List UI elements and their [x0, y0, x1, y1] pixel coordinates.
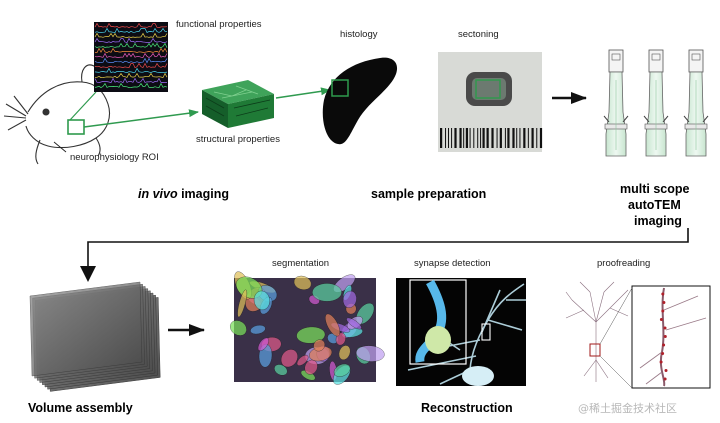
segmentation-label: segmentation: [272, 258, 329, 269]
roi-to-raster-line: [69, 91, 97, 121]
histology-roi-box: [331, 79, 349, 97]
sectioning-label: sectoning: [458, 29, 499, 40]
sample-preparation-heading: sample preparation: [371, 187, 486, 201]
neurophysiology-roi-box: [67, 119, 85, 135]
structural-tissue-cube: [202, 80, 274, 128]
proofreading-zoom-panel: [631, 285, 711, 389]
roi-to-structure-arrow: [83, 109, 199, 128]
synapse-detection-image: [396, 278, 526, 386]
structure-to-histology-arrow: [275, 87, 331, 99]
tem-scopes: [603, 49, 709, 157]
proofreading-neuron-overview: [565, 281, 629, 382]
multiscope-heading-line3: imaging: [634, 214, 682, 228]
functional-raster-panel: [94, 22, 168, 92]
roi-pointer-line: [53, 141, 67, 153]
watermark-text: @稀土掘金技术社区: [578, 401, 677, 415]
sectioning-photo: [438, 52, 543, 152]
reconstruction-heading: Reconstruction: [421, 401, 513, 415]
connector-arrowhead: [80, 266, 96, 282]
proofreading-label: proofreading: [597, 258, 650, 269]
structural-properties-label: structural properties: [196, 134, 280, 145]
proofreading-zoom-connector-bottom: [599, 355, 633, 389]
multiscope-heading-line2: autoTEM: [628, 198, 681, 212]
volume-assembly-heading: Volume assembly: [28, 401, 133, 415]
segmentation-image: [229, 271, 385, 385]
synapse-detection-label: synapse detection: [414, 258, 491, 269]
imaging-to-assembly-connector: [87, 228, 689, 268]
mouse-drawing: [3, 64, 111, 165]
volume-stack: [29, 281, 161, 392]
in-vivo-imaging-heading: in vivo imaging: [138, 187, 229, 201]
multiscope-heading-line1: multi scope: [620, 182, 690, 196]
histology-brain-slice: [322, 57, 398, 145]
neurophysiology-roi-label: neurophysiology ROI: [70, 152, 159, 163]
proofreading-zoom-connector-top: [599, 287, 633, 345]
histology-label: histology: [340, 29, 378, 40]
functional-properties-label: functional properties: [176, 19, 262, 30]
